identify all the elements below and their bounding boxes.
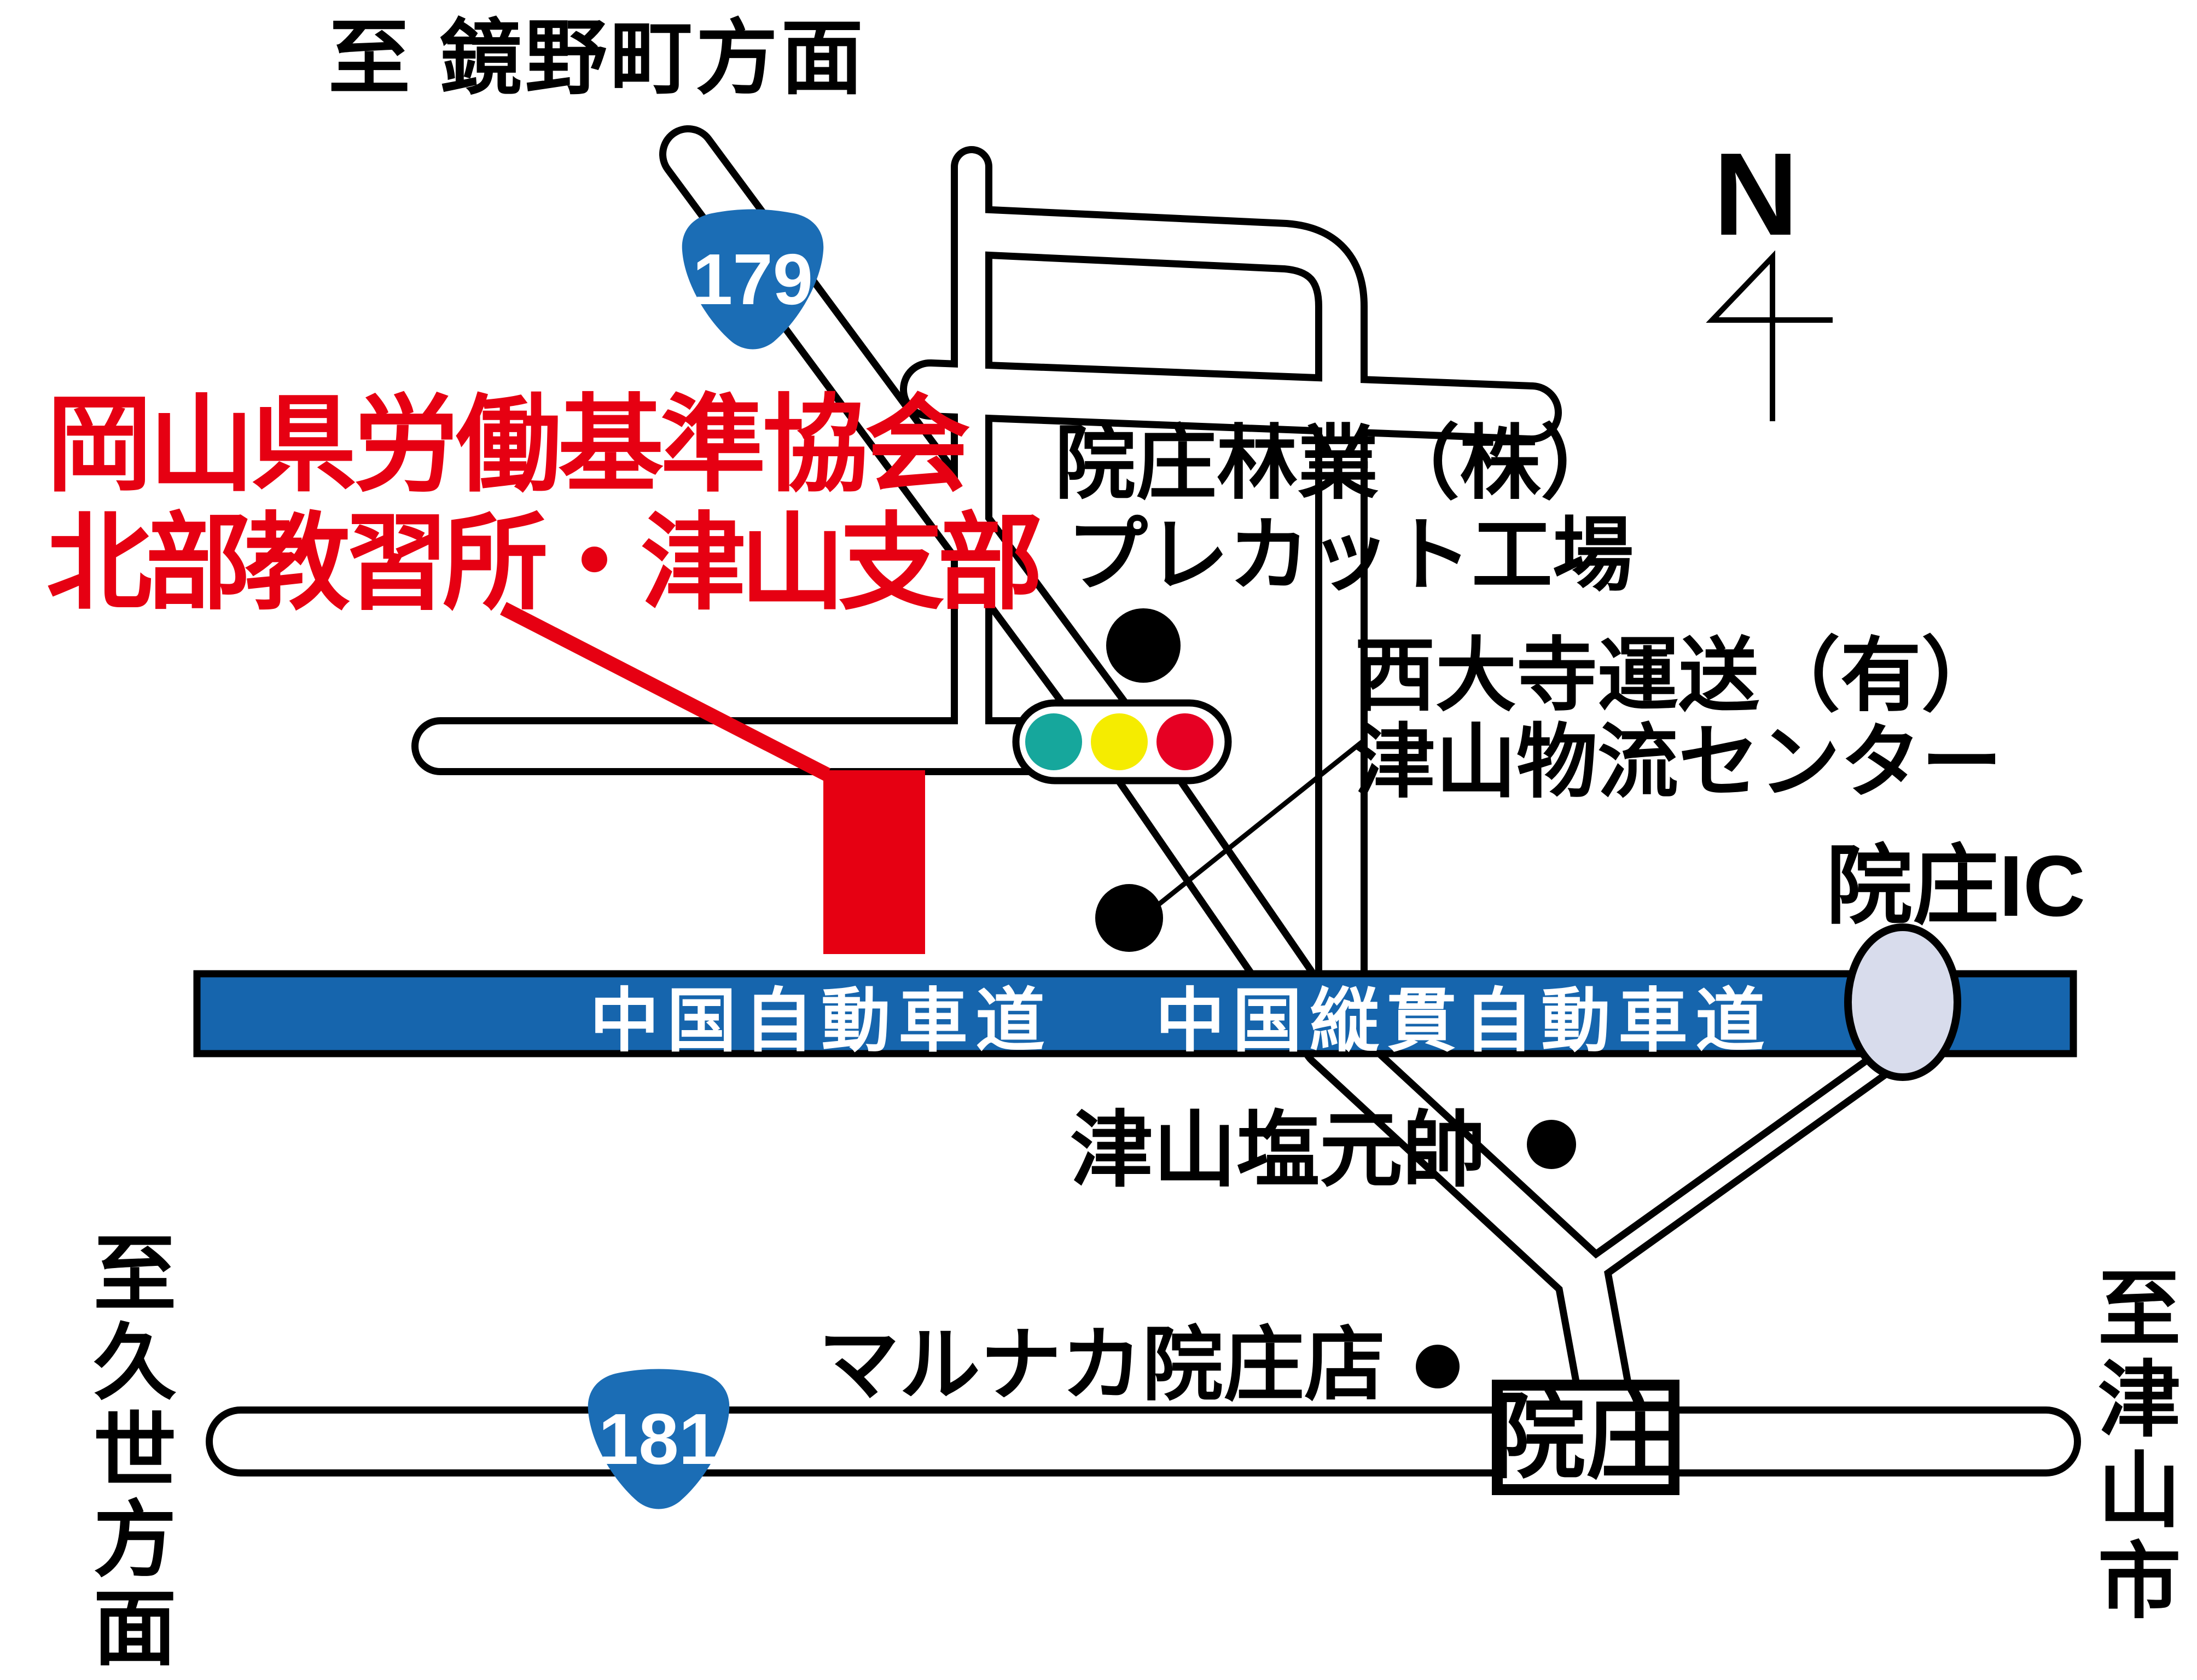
- label-expressway-left: 中国自動車道: [590, 982, 1053, 1060]
- route181-number: 181: [598, 1399, 719, 1479]
- dot-lumber-factory: [1106, 608, 1181, 683]
- route179-badge-shape: [682, 209, 824, 350]
- facility-name-line1: 岡山県労働基準協会: [47, 386, 970, 504]
- road-ic-ramp-core: [1579, 1053, 1894, 1282]
- label-destination-kuze: 至久世方面: [80, 1230, 174, 1673]
- traffic-light-icon: [1012, 699, 1232, 784]
- compass-north-arrow-icon: [1706, 250, 1833, 421]
- compass-north-letter: N: [1713, 128, 1799, 260]
- route181-badge: 181: [588, 1369, 730, 1509]
- pointer-line-transport: [1137, 740, 1364, 922]
- facility-pointer-line: [500, 602, 830, 781]
- label-expressway-right: 中国縦貫自動車道: [1155, 982, 1773, 1060]
- dot-transport-center: [1095, 884, 1163, 952]
- label-lumber-line2: プレカット工場: [1067, 510, 1634, 601]
- road-upper-loop-core: [977, 213, 1361, 982]
- label-destination-tsuyama: 至津山市: [2085, 1265, 2178, 1628]
- label-ramen: 津山塩元帥: [1070, 1104, 1486, 1197]
- label-lumber-line1: 院庄林業（株）: [1055, 418, 1621, 509]
- route179-number: 179: [693, 239, 813, 319]
- expressway-band: [193, 970, 2077, 1057]
- label-transport-line2: 津山物流センター: [1355, 717, 2002, 807]
- dot-ramen: [1527, 1120, 1576, 1169]
- label-interchange: 院庄IC: [1826, 838, 2085, 934]
- route179-badge: 179: [682, 209, 824, 350]
- facility-marker-rect: [823, 770, 925, 954]
- station-box: [1492, 1380, 1679, 1495]
- route181-badge-shape: [588, 1369, 730, 1509]
- interchange-circle: [1844, 923, 1961, 1081]
- dot-supermarket: [1416, 1345, 1460, 1388]
- label-supermarket: マルナカ院庄店: [818, 1320, 1385, 1410]
- traffic-light-yellow-lamp: [1091, 713, 1148, 770]
- road-east-branch-core: [907, 367, 1555, 435]
- traffic-light-red-lamp: [1156, 713, 1213, 770]
- label-transport-line1: 西大寺運送（有）: [1355, 631, 2002, 721]
- traffic-light-green-lamp: [1025, 713, 1082, 770]
- facility-name-line2: 北部教習所・津山支部: [47, 504, 1043, 622]
- station-box-label: 院庄: [1491, 1385, 1680, 1490]
- label-destination-kagamino: 至 鏡野町方面: [328, 12, 867, 104]
